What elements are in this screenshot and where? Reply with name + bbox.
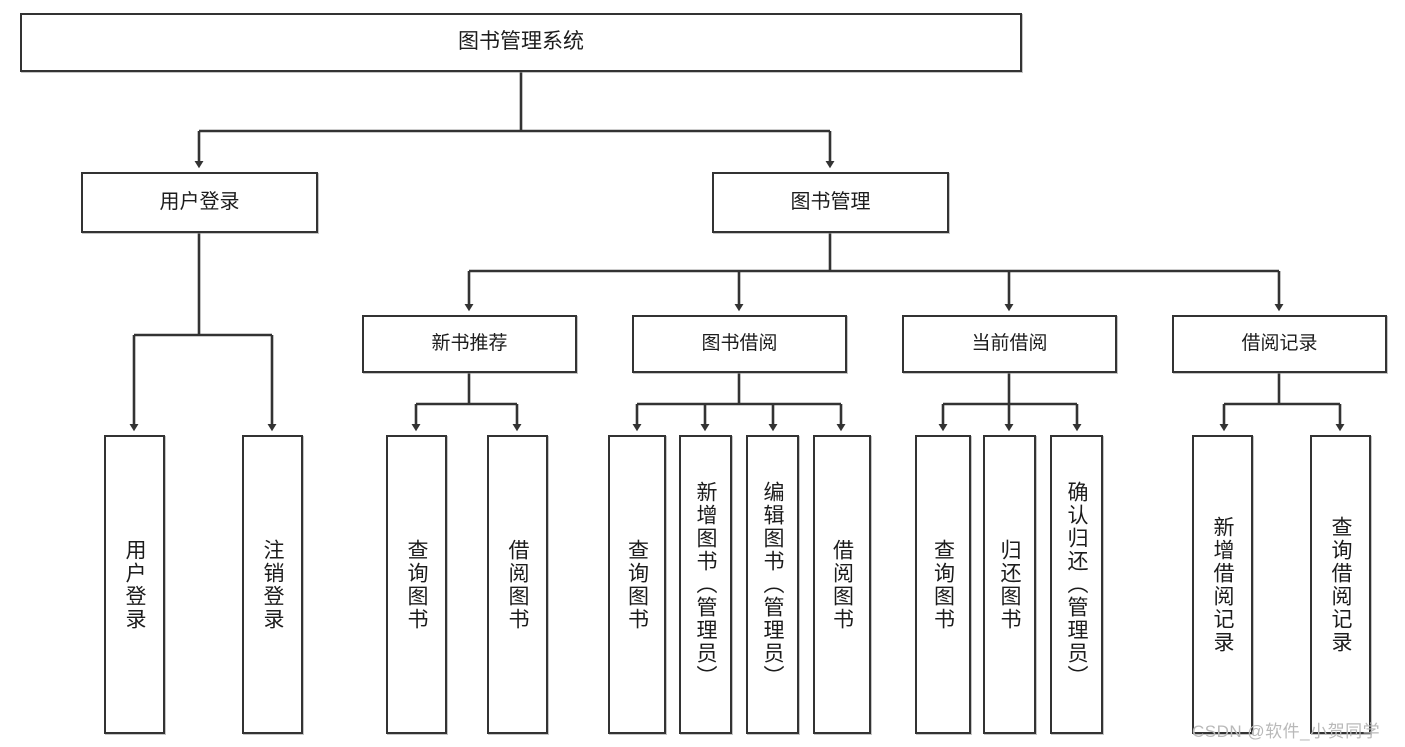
node-leaf-return-book-label: 归还图书 <box>998 538 1021 631</box>
node-borrow-record-label: 借阅记录 <box>1241 332 1318 354</box>
node-leaf-query-book-2-label: 查询图书 <box>625 538 649 631</box>
node-leaf-add-record[interactable]: 新增借阅记录 <box>1192 435 1253 734</box>
node-leaf-query-book-1-label: 查询图书 <box>405 538 428 631</box>
node-borrow-record[interactable]: 借阅记录 <box>1172 315 1387 373</box>
node-current-borrow[interactable]: 当前借阅 <box>902 315 1117 373</box>
node-leaf-query-book-3-label: 查询图书 <box>931 538 955 631</box>
node-leaf-confirm-return-label: 确认归还（管理员） <box>1065 481 1088 688</box>
node-leaf-edit-book-label: 编辑图书（管理员） <box>761 481 784 688</box>
node-book-management[interactable]: 图书管理 <box>712 172 949 233</box>
node-book-management-label: 图书管理 <box>790 190 871 213</box>
node-leaf-borrow-book-2[interactable]: 借阅图书 <box>813 435 871 734</box>
node-root-label: 图书管理系统 <box>458 30 584 54</box>
node-leaf-return-book[interactable]: 归还图书 <box>983 435 1036 734</box>
node-new-book-recommend[interactable]: 新书推荐 <box>362 315 577 373</box>
node-root-book-management-system[interactable]: 图书管理系统 <box>20 13 1022 72</box>
node-user-login-label: 用户登录 <box>159 190 240 213</box>
node-leaf-logout-login[interactable]: 注销登录 <box>242 435 303 734</box>
node-leaf-confirm-return[interactable]: 确认归还（管理员） <box>1050 435 1103 734</box>
node-leaf-borrow-book-1-label: 借阅图书 <box>506 538 529 631</box>
node-leaf-user-login[interactable]: 用户登录 <box>104 435 165 734</box>
node-user-login[interactable]: 用户登录 <box>81 172 318 233</box>
node-leaf-borrow-book-2-label: 借阅图书 <box>830 538 854 631</box>
node-new-book-recommend-label: 新书推荐 <box>431 332 508 354</box>
node-leaf-add-record-label: 新增借阅记录 <box>1211 515 1234 654</box>
node-leaf-query-book-3[interactable]: 查询图书 <box>915 435 971 734</box>
node-leaf-query-book-2[interactable]: 查询图书 <box>608 435 666 734</box>
node-leaf-query-record[interactable]: 查询借阅记录 <box>1310 435 1371 734</box>
node-leaf-query-record-label: 查询借阅记录 <box>1329 515 1352 654</box>
node-book-borrow[interactable]: 图书借阅 <box>632 315 847 373</box>
node-current-borrow-label: 当前借阅 <box>971 332 1048 354</box>
node-book-borrow-label: 图书借阅 <box>701 332 778 354</box>
node-leaf-borrow-book-1[interactable]: 借阅图书 <box>487 435 548 734</box>
node-leaf-query-book-1[interactable]: 查询图书 <box>386 435 447 734</box>
csdn-watermark: CSDN @软件_小贺同学 <box>1192 722 1381 741</box>
node-leaf-edit-book[interactable]: 编辑图书（管理员） <box>746 435 799 734</box>
node-leaf-add-book[interactable]: 新增图书（管理员） <box>679 435 732 734</box>
node-leaf-logout-login-label: 注销登录 <box>261 538 284 631</box>
node-leaf-add-book-label: 新增图书（管理员） <box>694 481 717 688</box>
node-leaf-user-login-label: 用户登录 <box>123 538 146 631</box>
